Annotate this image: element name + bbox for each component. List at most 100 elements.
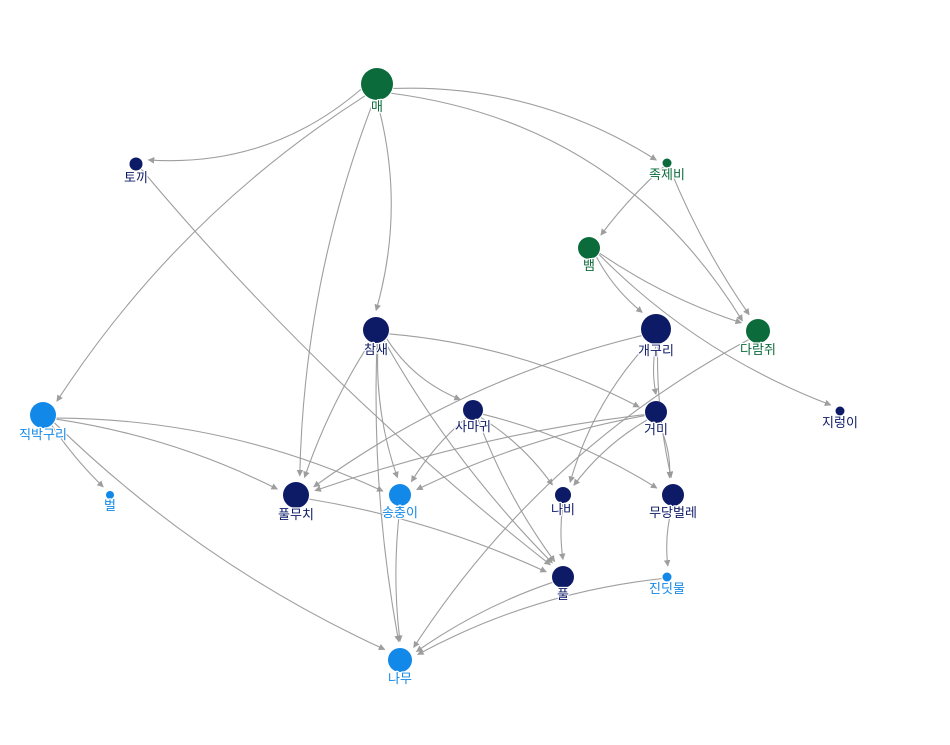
- graph-edge: [393, 87, 657, 161]
- graph-edge: [313, 335, 642, 488]
- node-circle-grass[interactable]: [552, 566, 574, 588]
- graph-edge: [51, 425, 104, 488]
- graph-edge: [395, 506, 403, 643]
- graph-edge: [413, 339, 749, 649]
- graph-edge: [417, 578, 662, 655]
- graph-edge: [669, 167, 750, 316]
- graph-edge: [600, 166, 664, 236]
- graph-node-spider[interactable]: 거미: [643, 401, 669, 439]
- node-circle-locust[interactable]: [283, 482, 309, 508]
- graph-edge: [314, 414, 645, 492]
- graph-edge: [598, 254, 832, 406]
- node-circle-spider[interactable]: [645, 401, 667, 423]
- node-label-earthworm: 지렁이: [822, 416, 858, 431]
- graph-node-rabbit[interactable]: 토끼: [123, 157, 149, 187]
- graph-node-snake[interactable]: 뱀: [578, 237, 600, 275]
- edge-layer: [51, 87, 832, 655]
- node-label-ladybug: 무당벌레: [649, 506, 697, 521]
- graph-edge: [374, 100, 392, 312]
- graph-edge: [416, 415, 645, 491]
- node-label-grass: 풀: [557, 588, 569, 603]
- graph-node-butterfly[interactable]: 나비: [550, 487, 576, 519]
- node-circle-caterpillar[interactable]: [389, 484, 411, 506]
- graph-edge: [410, 417, 467, 483]
- graph-node-aphid[interactable]: 진딧물: [648, 572, 686, 598]
- node-circle-bee[interactable]: [106, 491, 114, 499]
- graph-edge: [599, 252, 743, 325]
- graph-node-bee[interactable]: 벌: [103, 491, 117, 515]
- graph-edge: [383, 340, 553, 564]
- graph-edge: [480, 417, 553, 486]
- node-circle-snake[interactable]: [578, 237, 600, 259]
- node-label-locust: 풀무치: [278, 508, 314, 523]
- node-label-tree: 나무: [388, 672, 412, 687]
- node-label-snake: 뱀: [583, 259, 595, 274]
- node-circle-ladybug[interactable]: [662, 484, 684, 506]
- node-circle-squirrel[interactable]: [746, 319, 770, 343]
- node-circle-tree[interactable]: [388, 648, 412, 672]
- node-label-butterfly: 나비: [551, 503, 575, 518]
- node-label-hawk: 매: [371, 100, 383, 115]
- node-label-bulbul: 직박구리: [19, 428, 67, 443]
- node-label-squirrel: 다람쥐: [740, 343, 776, 358]
- graph-edge: [657, 423, 674, 479]
- node-circle-aphid[interactable]: [662, 572, 672, 582]
- node-circle-weasel[interactable]: [662, 158, 672, 168]
- graph-node-tree[interactable]: 나무: [387, 648, 413, 688]
- graph-node-ladybug[interactable]: 무당벌레: [648, 484, 698, 522]
- graph-edge: [482, 413, 658, 489]
- graph-edge: [303, 342, 371, 479]
- node-circle-bulbul[interactable]: [30, 402, 56, 428]
- graph-edge: [140, 168, 551, 566]
- node-circle-rabbit[interactable]: [129, 157, 143, 171]
- graph-node-frog[interactable]: 개구리: [637, 314, 675, 360]
- graph-node-sparrow[interactable]: 참새: [363, 317, 389, 359]
- graph-edge: [415, 581, 553, 653]
- node-label-bee: 벌: [104, 499, 116, 514]
- graph-edge: [296, 100, 375, 477]
- node-circle-frog[interactable]: [641, 314, 671, 344]
- node-label-caterpillar: 송충이: [382, 506, 418, 521]
- graph-edge: [309, 498, 547, 573]
- node-label-frog: 개구리: [638, 344, 674, 359]
- node-circle-earthworm[interactable]: [835, 406, 845, 416]
- graph-node-weasel[interactable]: 족제비: [648, 158, 686, 184]
- graph-node-squirrel[interactable]: 다람쥐: [739, 319, 777, 359]
- graph-node-bulbul[interactable]: 직박구리: [18, 402, 68, 444]
- node-circle-sparrow[interactable]: [363, 317, 389, 343]
- graph-edge: [386, 338, 461, 401]
- node-label-weasel: 족제비: [649, 168, 685, 183]
- graph-edge: [147, 88, 362, 164]
- graph-node-locust[interactable]: 풀무치: [277, 482, 315, 524]
- graph-edge: [389, 333, 640, 408]
- node-label-spider: 거미: [644, 423, 668, 438]
- node-label-rabbit: 토끼: [124, 171, 148, 186]
- node-label-aphid: 진딧물: [649, 582, 685, 597]
- graph-edge: [568, 342, 649, 483]
- node-label-mantis: 사마귀: [455, 420, 491, 435]
- graph-node-hawk[interactable]: 매: [361, 68, 393, 116]
- graph-edge: [663, 506, 673, 567]
- graph-edge: [377, 343, 399, 479]
- graph-edge: [54, 422, 386, 651]
- graph-node-caterpillar[interactable]: 송충이: [381, 484, 419, 522]
- node-circle-mantis[interactable]: [463, 400, 483, 420]
- graph-edge: [651, 344, 659, 396]
- graph-edge: [391, 92, 743, 322]
- graph-edge: [558, 503, 566, 561]
- node-label-sparrow: 참새: [364, 343, 388, 358]
- graph-node-earthworm[interactable]: 지렁이: [821, 406, 859, 432]
- graph-edge: [596, 256, 643, 313]
- graph-node-mantis[interactable]: 사마귀: [454, 400, 492, 436]
- graph-edge: [56, 95, 366, 402]
- graph-edge: [56, 418, 278, 490]
- graph-edge: [375, 343, 401, 643]
- node-circle-hawk[interactable]: [361, 68, 393, 100]
- graph-node-grass[interactable]: 풀: [552, 566, 574, 604]
- node-circle-butterfly[interactable]: [555, 487, 571, 503]
- graph-edge: [477, 419, 556, 563]
- graph-edge: [56, 417, 384, 492]
